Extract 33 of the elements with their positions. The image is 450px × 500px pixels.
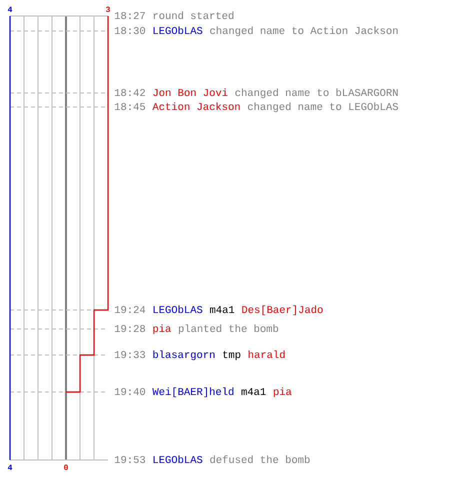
player-name: LEGObLAS [154,26,202,34]
count-label: 4 [8,6,12,12]
timestamp: 18:42 [114,88,145,96]
event-text: changed name to LEGObLAS [248,102,398,112]
weapon-name: m4a1 [242,388,266,396]
player-name: pia [153,324,171,334]
timestamp: 18:30 [114,26,146,34]
event-text: changed name to Action Jackson [210,26,398,36]
event-text: defused the bomb [210,455,310,464]
timestamp: 19:24 [114,306,146,314]
player-name: blasargorn [153,350,214,360]
timestamp: 19:33 [114,350,146,358]
timestamp: 18:45 [114,102,146,110]
player-name: Des[Baer]Jado [242,305,323,316]
timestamp: 19:40 [114,388,146,396]
weapon-name: tmp [223,351,240,360]
event-text: planted the bomb [178,324,278,334]
player-name: LEGObLAS [154,305,202,314]
event-text: round started [154,11,234,20]
event-text: changed name to bLASARGORN [235,88,398,98]
player-name: Action Jackson [152,102,240,110]
timestamp: 18:27 [114,12,145,20]
player-name: pia [274,387,292,398]
player-name: Jon Bon Jovi [153,88,228,96]
count-label: 3 [106,6,110,12]
player-name: LEGObLAS [154,455,202,464]
player-name: Wei[BAER]held [152,387,234,398]
timestamp: 19:28 [114,324,145,332]
weapon-name: m4a1 [210,306,234,314]
count-label: 0 [64,464,68,470]
player-name: harald [248,350,285,358]
timestamp: 19:53 [114,456,146,464]
count-label: 4 [8,464,12,470]
